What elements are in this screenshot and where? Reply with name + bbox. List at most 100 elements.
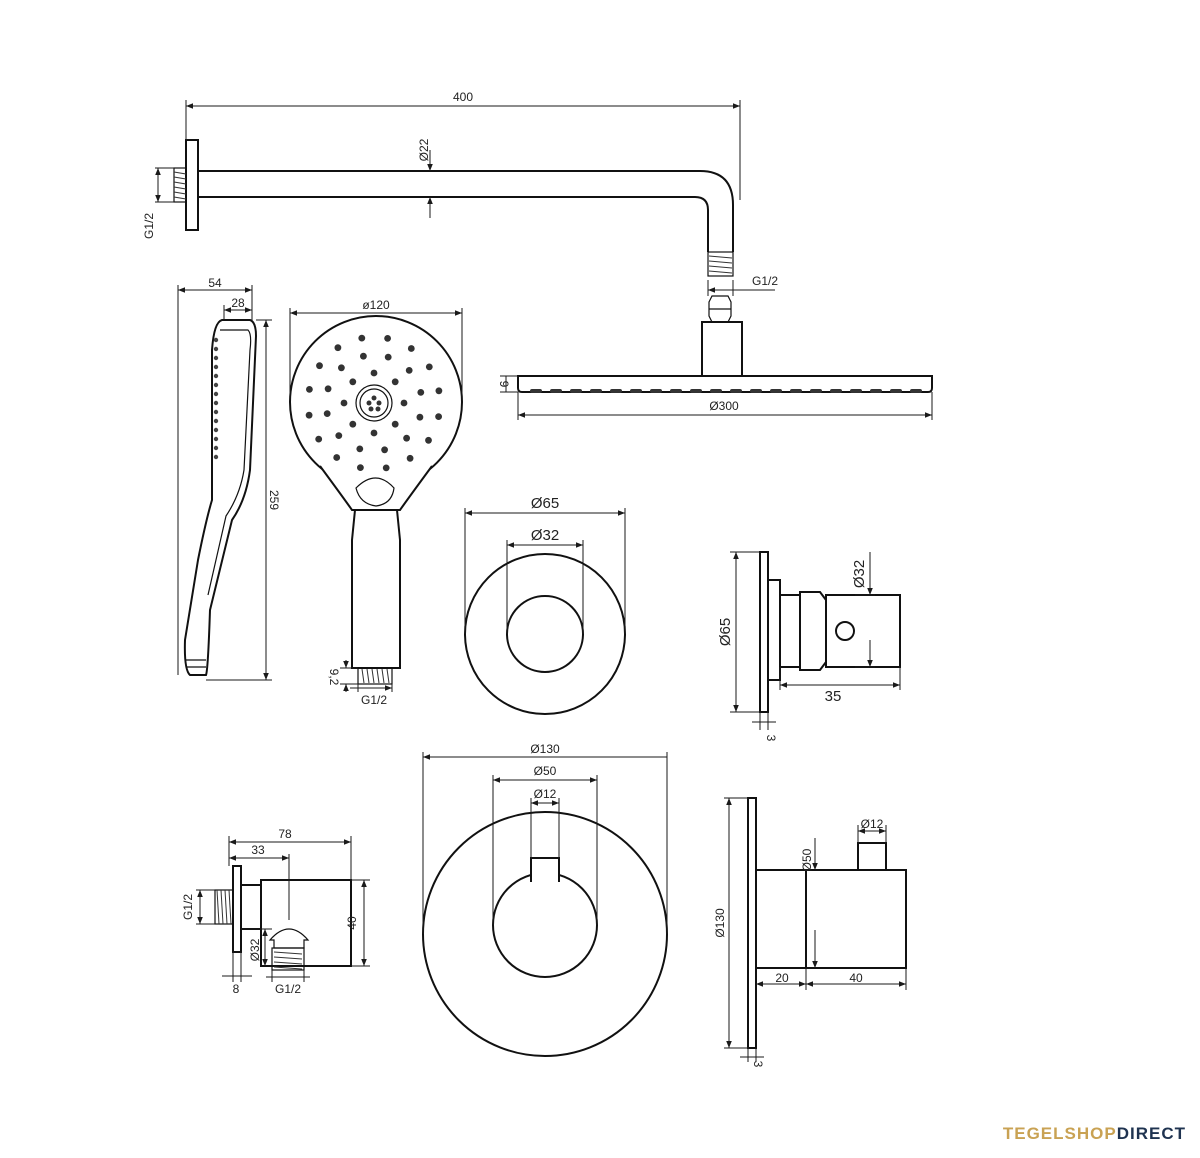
- rain-nozzle: [590, 389, 602, 393]
- dim-elbow-plate: 8: [233, 982, 240, 996]
- spray-nozzle: [370, 369, 378, 377]
- dim-arm-diameter: Ø22: [417, 138, 431, 161]
- dim-handshower-head-depth: 28: [231, 296, 245, 310]
- rain-nozzle: [550, 389, 562, 393]
- thermostat-front-view: [422, 811, 668, 1057]
- side-nozzle: [213, 409, 219, 415]
- rain-nozzle: [670, 389, 682, 393]
- side-nozzle: [213, 418, 219, 424]
- dim-thermo-body-diameter: Ø50: [534, 764, 557, 778]
- rain-nozzle: [770, 389, 782, 393]
- spray-nozzle: [333, 454, 341, 461]
- side-nozzle: [213, 391, 219, 397]
- dim-arm-length: 400: [453, 90, 473, 104]
- rain-nozzle: [890, 389, 902, 393]
- spray-nozzle: [384, 335, 391, 342]
- dim-elbow-length: 78: [278, 827, 292, 841]
- hand-shower-side-view: [183, 319, 258, 676]
- wall-elbow-dimensions: 78 33 40 G1/2 Ø32 8 G1/2: [181, 827, 370, 996]
- rain-head-nozzles: [530, 389, 922, 393]
- rain-nozzle: [730, 389, 742, 393]
- spray-nozzle: [335, 432, 343, 439]
- spray-nozzle: [306, 386, 313, 393]
- dim-arm-outlet-thread: G1/2: [752, 274, 778, 288]
- hand-shower-spray-nozzles: [305, 334, 443, 472]
- spray-nozzle: [405, 367, 413, 374]
- side-nozzle: [213, 346, 219, 352]
- spray-nozzle: [305, 411, 313, 419]
- spray-nozzle: [391, 378, 399, 386]
- dim-elbow-diameter: Ø32: [248, 938, 262, 961]
- dim-stop-rosette-diameter: Ø65: [531, 495, 559, 512]
- dim-rainhead-height: 9: [497, 381, 511, 388]
- dim-thermo-side-depth2: 40: [849, 971, 863, 985]
- rain-nozzle: [750, 389, 762, 393]
- spray-nozzle: [349, 378, 357, 386]
- rain-nozzle: [910, 389, 922, 393]
- spray-nozzle: [381, 446, 388, 454]
- dim-stop-side-depth: 35: [825, 688, 842, 705]
- side-nozzle: [213, 445, 219, 451]
- spray-nozzle: [323, 410, 331, 417]
- rain-nozzle: [790, 389, 802, 393]
- side-nozzle: [213, 427, 219, 433]
- hand-shower-side-nozzles: [213, 337, 219, 460]
- side-nozzle: [213, 454, 219, 460]
- spray-nozzle: [407, 345, 415, 352]
- dim-elbow-height: 40: [345, 916, 359, 930]
- brand-part1: TEGELSHOP: [1002, 1124, 1117, 1143]
- dim-elbow-offset: 33: [251, 843, 265, 857]
- spray-nozzle: [435, 413, 442, 420]
- rain-shower-head: [517, 321, 933, 393]
- dim-thermo-rosette-diameter: Ø130: [530, 742, 560, 756]
- spray-nozzle: [338, 364, 345, 372]
- rain-nozzle: [710, 389, 722, 393]
- dim-thermo-side-depth1: 20: [775, 971, 789, 985]
- brand-logo: TEGELSHOPDIRECT: [1003, 1124, 1186, 1144]
- rain-nozzle: [850, 389, 862, 393]
- stop-valve-side-view: [759, 551, 901, 713]
- side-nozzle: [213, 364, 219, 370]
- spray-nozzle: [391, 420, 399, 428]
- dim-stop-side-rosette: Ø65: [717, 618, 734, 646]
- rain-nozzle: [830, 389, 842, 393]
- rain-nozzle: [630, 389, 642, 393]
- spray-nozzle: [425, 436, 432, 444]
- spray-nozzle: [357, 464, 364, 471]
- side-nozzle: [213, 355, 219, 361]
- dim-elbow-inlet-thread: G1/2: [181, 894, 195, 920]
- spray-nozzle: [356, 445, 364, 453]
- rain-nozzle: [650, 389, 662, 393]
- dim-arm-wall-thread: G1/2: [142, 213, 156, 239]
- side-nozzle: [213, 382, 219, 388]
- dim-handshower-tip: 9,2: [327, 669, 341, 686]
- side-nozzle: [213, 373, 219, 379]
- thermostat-side-view: [747, 797, 907, 1049]
- side-nozzle: [213, 337, 219, 343]
- spray-nozzle: [324, 385, 332, 393]
- spray-nozzle: [358, 334, 366, 342]
- dim-thermo-side-plate: 3: [751, 1061, 765, 1068]
- rain-nozzle: [610, 389, 622, 393]
- spray-nozzle: [316, 362, 323, 370]
- rain-nozzle: [570, 389, 582, 393]
- side-nozzle: [213, 436, 219, 442]
- rain-nozzle: [530, 389, 542, 393]
- dim-handshower-length: 259: [267, 490, 281, 510]
- spray-nozzle: [340, 399, 348, 407]
- spray-nozzle: [400, 399, 408, 407]
- stop-valve-front-dimensions: Ø65 Ø32: [464, 495, 626, 634]
- dim-handshower-thread: G1/2: [361, 693, 387, 707]
- spray-nozzle: [417, 389, 425, 396]
- rain-nozzle: [690, 389, 702, 393]
- dim-rainhead-diameter: Ø300: [709, 399, 739, 413]
- spray-nozzle: [416, 413, 424, 421]
- rain-nozzle: [810, 389, 822, 393]
- spray-nozzle: [406, 454, 414, 462]
- brand-part2: DIRECT: [1116, 1124, 1186, 1143]
- dim-handshower-depth: 54: [208, 276, 222, 290]
- spray-nozzle: [334, 344, 342, 352]
- shower-arm: [173, 139, 734, 323]
- stop-valve-front-view: [464, 553, 626, 715]
